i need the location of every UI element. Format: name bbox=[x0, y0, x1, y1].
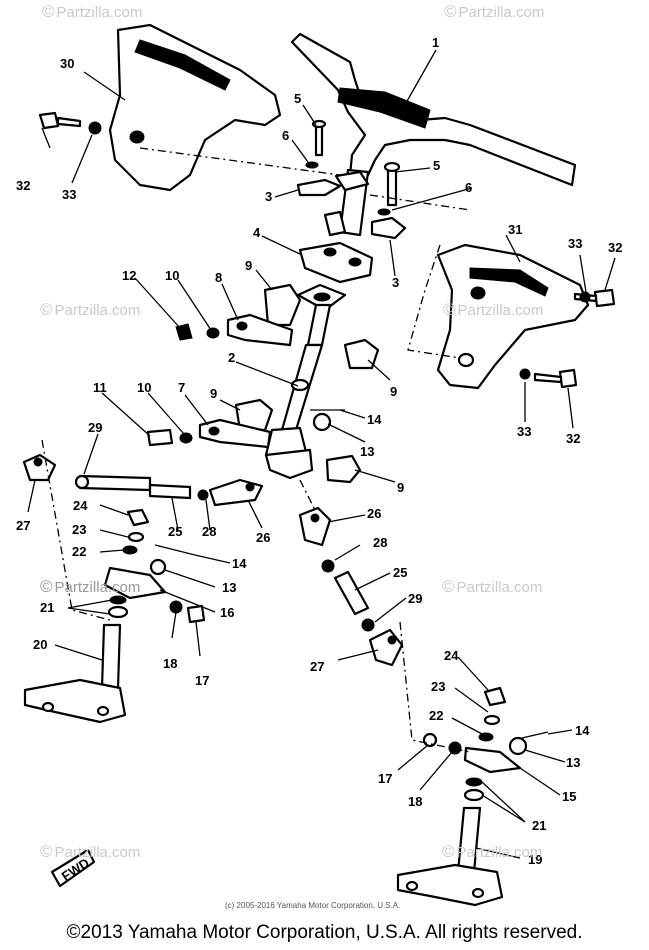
callout-9d: 9 bbox=[390, 384, 397, 399]
callout-33b: 33 bbox=[568, 236, 582, 251]
callout-23a: 23 bbox=[72, 522, 86, 537]
callout-7: 7 bbox=[178, 380, 185, 395]
left-handlebar-cover bbox=[108, 23, 282, 192]
watermark: ©Partzilla.com bbox=[443, 300, 544, 319]
callout-13b: 13 bbox=[222, 580, 236, 595]
callout-5b: 5 bbox=[433, 158, 440, 173]
parts-diagram: FWD bbox=[16, 23, 622, 907]
callout-12: 12 bbox=[122, 268, 136, 283]
callout-6b: 6 bbox=[465, 180, 472, 195]
right-spindle-assembly bbox=[396, 686, 549, 907]
callout-29b: 29 bbox=[408, 591, 422, 606]
watermark: ©Partzilla.com bbox=[442, 842, 543, 861]
callout-28a: 28 bbox=[202, 524, 216, 539]
callout-24b: 24 bbox=[444, 648, 459, 663]
left-tie-rod bbox=[22, 453, 264, 507]
assembly-lines bbox=[41, 147, 471, 753]
callout-6a: 6 bbox=[282, 128, 289, 143]
callout-26a: 26 bbox=[256, 530, 270, 545]
callout-26b: 26 bbox=[367, 506, 381, 521]
callout-20: 20 bbox=[33, 637, 47, 652]
callout-numbers: 1 2 3 3 4 5 5 6 6 7 8 9 9 9 9 10 10 11 1… bbox=[16, 35, 622, 867]
callout-18b: 18 bbox=[408, 794, 422, 809]
callout-32a: 32 bbox=[16, 178, 30, 193]
callout-10a: 10 bbox=[165, 268, 179, 283]
callout-25b: 25 bbox=[393, 565, 407, 580]
right-handlebar-cover bbox=[436, 243, 590, 390]
callout-9c: 9 bbox=[397, 480, 404, 495]
callout-22a: 22 bbox=[72, 544, 86, 559]
handlebar bbox=[290, 32, 577, 237]
callout-33c: 33 bbox=[517, 424, 531, 439]
callout-29a: 29 bbox=[88, 420, 102, 435]
lower-column-clamp bbox=[146, 418, 272, 449]
callout-14b: 14 bbox=[232, 556, 247, 571]
watermark: ©Partzilla.com bbox=[42, 2, 143, 21]
callout-25a: 25 bbox=[168, 524, 182, 539]
callout-14c: 14 bbox=[575, 723, 590, 738]
callout-10b: 10 bbox=[137, 380, 151, 395]
right-tie-rod bbox=[298, 506, 404, 667]
callout-3b: 3 bbox=[392, 275, 399, 290]
callout-16: 16 bbox=[220, 605, 234, 620]
footer-copyright: ©2013 Yamaha Motor Corporation, U.S.A. A… bbox=[66, 922, 583, 943]
column-bushings bbox=[234, 283, 380, 484]
callout-32c: 32 bbox=[566, 431, 580, 446]
callout-14a: 14 bbox=[367, 412, 382, 427]
left-spindle-assembly bbox=[23, 508, 206, 724]
inner-copyright: (c) 2005-2016 Yamaha Motor Corporation, … bbox=[225, 901, 401, 910]
callout-21b: 21 bbox=[532, 818, 546, 833]
callout-18a: 18 bbox=[163, 656, 177, 671]
watermark: ©Partzilla.com bbox=[40, 300, 141, 319]
column-spring-and-collar bbox=[310, 409, 345, 432]
callout-5a: 5 bbox=[294, 91, 301, 106]
callout-17a: 17 bbox=[195, 673, 209, 688]
callout-9a: 9 bbox=[245, 258, 252, 273]
callout-22b: 22 bbox=[429, 708, 443, 723]
callout-15: 15 bbox=[562, 789, 576, 804]
handlebar-holder-upper bbox=[296, 170, 407, 240]
callout-27b: 27 bbox=[310, 659, 324, 674]
callout-13a: 13 bbox=[360, 444, 374, 459]
callout-8: 8 bbox=[215, 270, 222, 285]
callout-17b: 17 bbox=[378, 771, 392, 786]
callout-24a: 24 bbox=[73, 498, 88, 513]
callout-31: 31 bbox=[508, 222, 522, 237]
watermark: ©Partzilla.com bbox=[40, 842, 141, 861]
callout-19: 19 bbox=[528, 852, 542, 867]
watermark: ©Partzilla.com bbox=[40, 577, 141, 596]
callout-3a: 3 bbox=[265, 189, 272, 204]
steering-column bbox=[264, 283, 347, 480]
callout-23b: 23 bbox=[431, 679, 445, 694]
callout-2: 2 bbox=[228, 350, 235, 365]
watermark: ©Partzilla.com bbox=[444, 2, 545, 21]
callout-11: 11 bbox=[93, 380, 107, 395]
holder-bolts bbox=[305, 119, 401, 216]
watermark: ©Partzilla.com bbox=[442, 577, 543, 596]
callout-27a: 27 bbox=[16, 518, 30, 533]
upper-column-clamp bbox=[175, 313, 294, 347]
left-cover-screw bbox=[38, 111, 102, 135]
callout-32b: 32 bbox=[608, 240, 622, 255]
callout-21a: 21 bbox=[40, 600, 54, 615]
callout-4: 4 bbox=[253, 225, 261, 240]
callout-33a: 33 bbox=[62, 187, 76, 202]
callout-1: 1 bbox=[432, 35, 439, 50]
callout-9b: 9 bbox=[210, 386, 217, 401]
callout-28b: 28 bbox=[373, 535, 387, 550]
handlebar-holder-lower bbox=[298, 210, 374, 284]
right-cover-screws bbox=[519, 288, 616, 389]
callout-13c: 13 bbox=[566, 755, 580, 770]
callout-30: 30 bbox=[60, 56, 74, 71]
leader-lines bbox=[27, 49, 616, 859]
